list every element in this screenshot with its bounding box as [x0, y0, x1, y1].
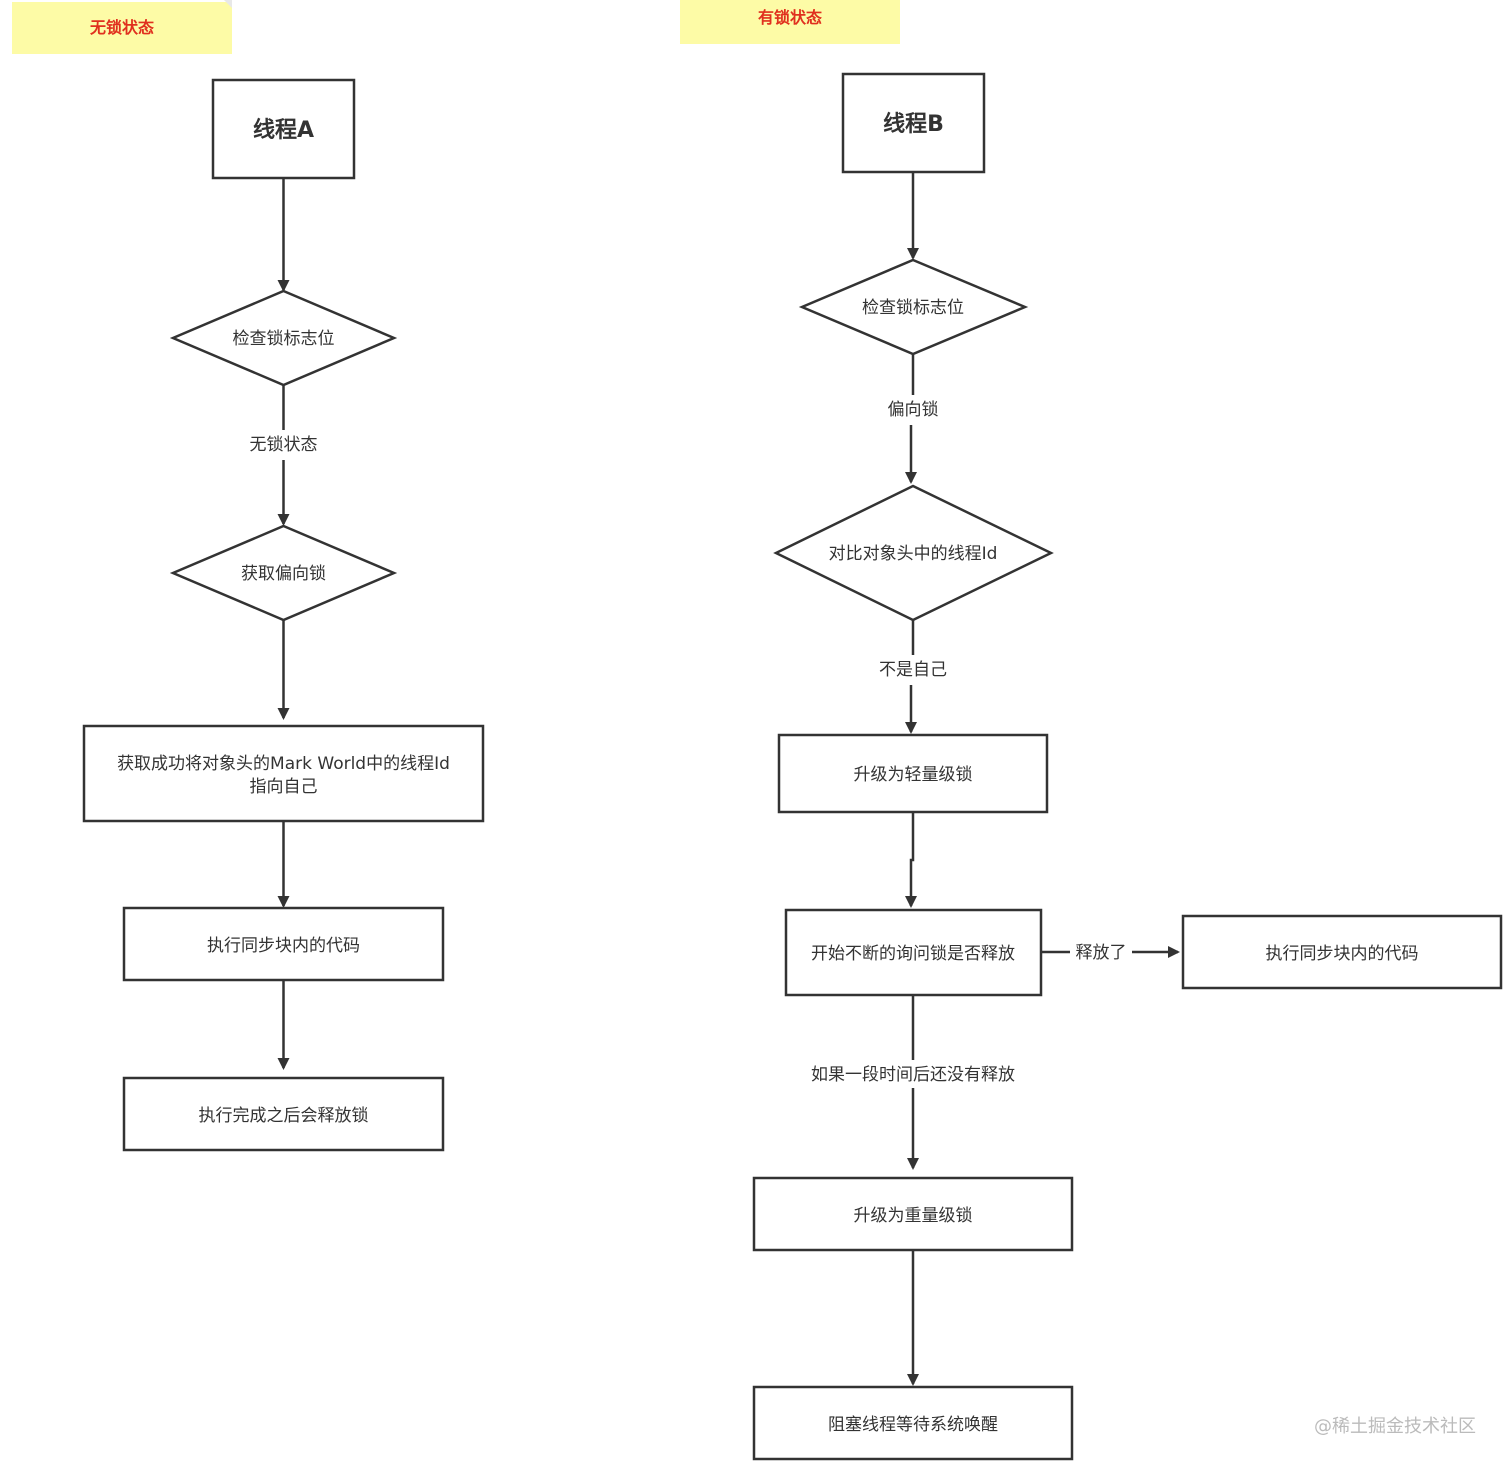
thread-a-label: 线程A — [253, 117, 314, 143]
watermark-text: @稀土掘金技术社区 — [1314, 1416, 1476, 1437]
edge-biased-label: 偏向锁 — [888, 400, 939, 420]
note-no-lock: 无锁状态 — [12, 0, 232, 54]
left-execute-box — [122, 906, 445, 982]
block-thread-box — [752, 1385, 1074, 1461]
acquire-success-box — [82, 724, 485, 823]
note-locked: 有锁状态 — [680, 0, 900, 44]
thread-b-label: 线程B — [883, 111, 944, 137]
note-locked-label: 有锁状态 — [758, 8, 822, 27]
right-execute-label: 执行同步块内的代码 — [1266, 944, 1419, 964]
release-lock-label: 执行完成之后会释放锁 — [199, 1106, 369, 1126]
acquire-success-line2: 指向自己 — [250, 777, 318, 797]
upgrade-heavyweight-box — [752, 1176, 1074, 1252]
note-no-lock-label: 无锁状态 — [89, 18, 154, 37]
spin-check-label: 开始不断的询问锁是否释放 — [811, 944, 1015, 964]
right-check-label: 检查锁标志位 — [862, 298, 964, 318]
left-flow: 线程A 检查锁标志位 无锁状态 获取偏向锁 获取成功将对象头的Mark Worl… — [82, 78, 485, 1152]
right-execute-box — [1181, 914, 1503, 990]
compare-thread-id-label: 对比对象头中的线程Id — [829, 544, 998, 564]
release-lock-box — [122, 1076, 445, 1152]
upgrade-lightweight-label: 升级为轻量级锁 — [854, 765, 973, 785]
acquire-success-line1: 获取成功将对象头的Mark World中的线程Id — [117, 754, 450, 774]
block-thread-label: 阻塞线程等待系统唤醒 — [828, 1415, 998, 1435]
arrow-light-to-spin — [905, 812, 917, 908]
edge-timeout-label: 如果一段时间后还没有释放 — [811, 1065, 1015, 1085]
edge-released-label: 释放了 — [1076, 943, 1127, 963]
left-execute-label: 执行同步块内的代码 — [207, 936, 360, 956]
left-check-label: 检查锁标志位 — [233, 329, 335, 349]
spin-check-box — [784, 908, 1043, 997]
acquire-biased-label: 获取偏向锁 — [241, 564, 326, 584]
right-flow: 线程B 检查锁标志位 偏向锁 对比对象头中的线程Id 不是自己 升级为轻量级锁 … — [752, 72, 1503, 1461]
edge-not-self-label: 不是自己 — [879, 660, 947, 680]
upgrade-heavyweight-label: 升级为重量级锁 — [854, 1206, 973, 1226]
edge-no-lock-label: 无锁状态 — [250, 435, 318, 455]
